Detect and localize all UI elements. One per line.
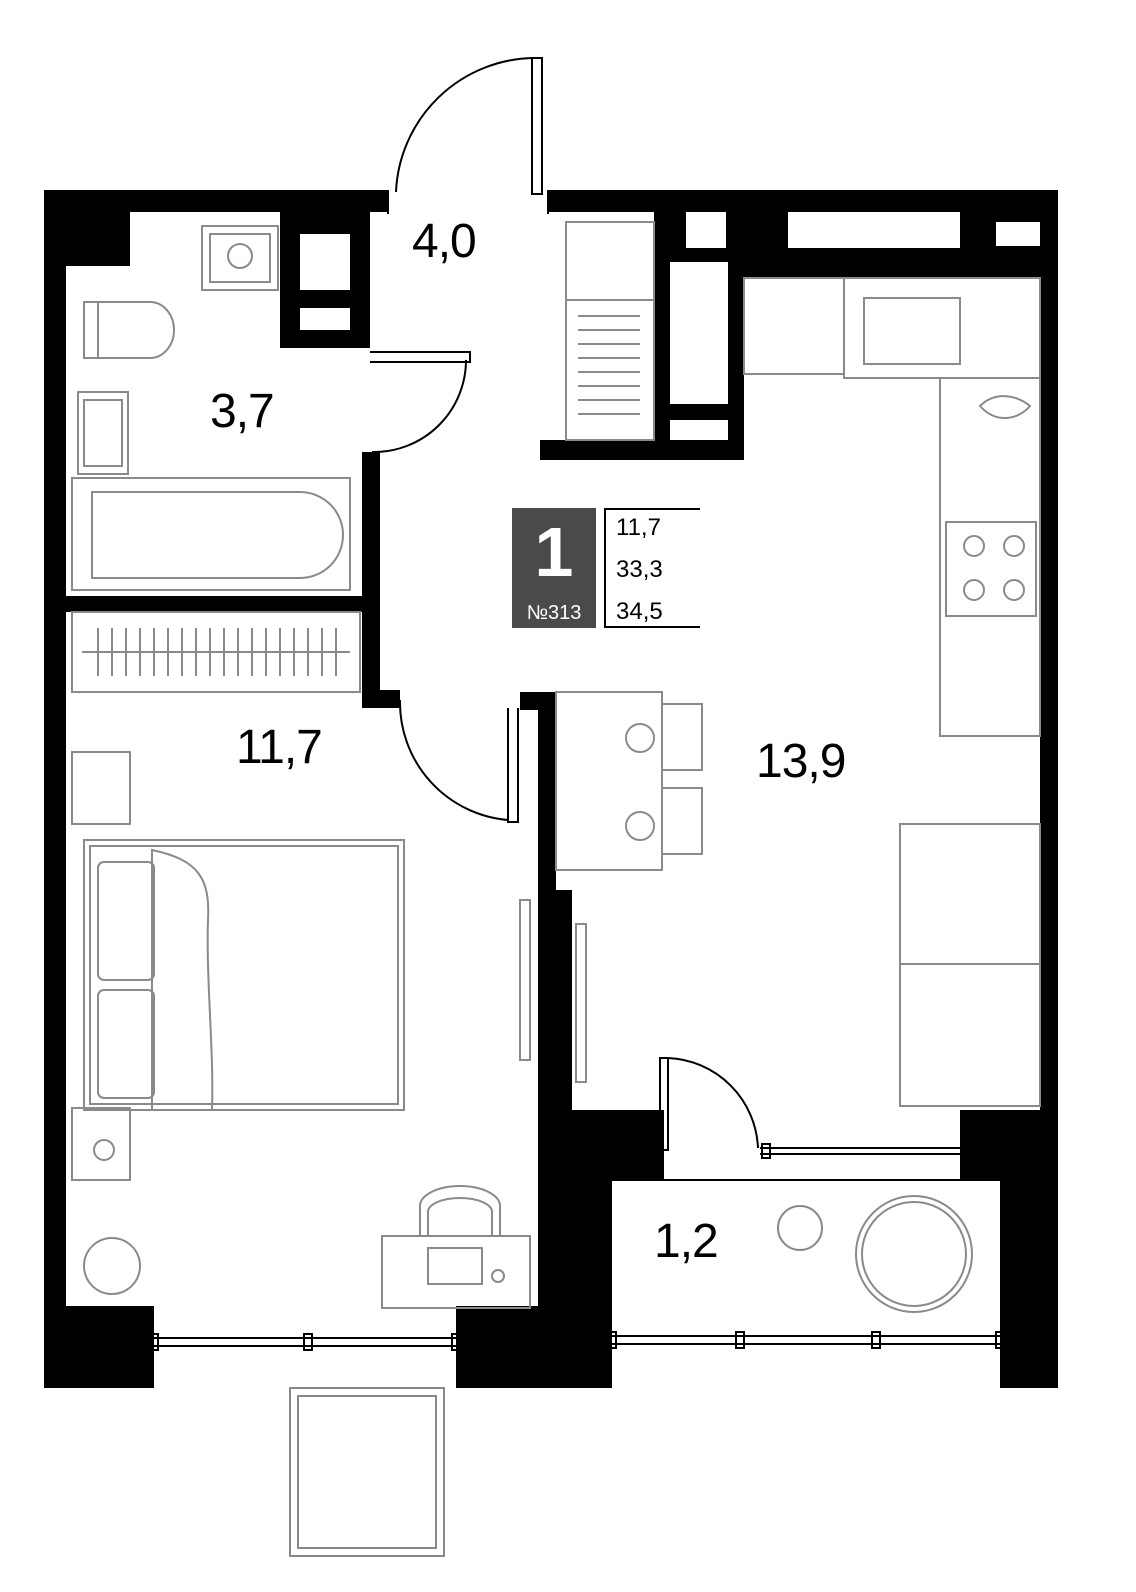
windows	[149, 1179, 1007, 1557]
area-living: 11,7	[616, 514, 661, 541]
doors	[370, 57, 960, 1159]
area-list: 11,7 33,3 34,5	[604, 508, 700, 628]
apartment-number: №313	[526, 602, 582, 624]
rooms-count: 1	[534, 513, 574, 591]
area-total: 33,3	[616, 556, 663, 583]
room-area-bathroom: 3,7	[210, 385, 275, 438]
area-total-with-balcony: 34,5	[616, 598, 663, 625]
room-area-hall: 4,0	[412, 215, 477, 268]
furniture	[71, 221, 1041, 1313]
rooms-count-box: 1 №313	[512, 508, 596, 628]
room-area-kitchen-living: 13,9	[756, 735, 846, 788]
room-area-balcony: 1,2	[654, 1215, 719, 1268]
apartment-badge: 1 №313 11,7 33,3 34,5	[512, 508, 700, 628]
walls	[44, 190, 1058, 1388]
room-area-bedroom: 11,7	[236, 721, 323, 774]
